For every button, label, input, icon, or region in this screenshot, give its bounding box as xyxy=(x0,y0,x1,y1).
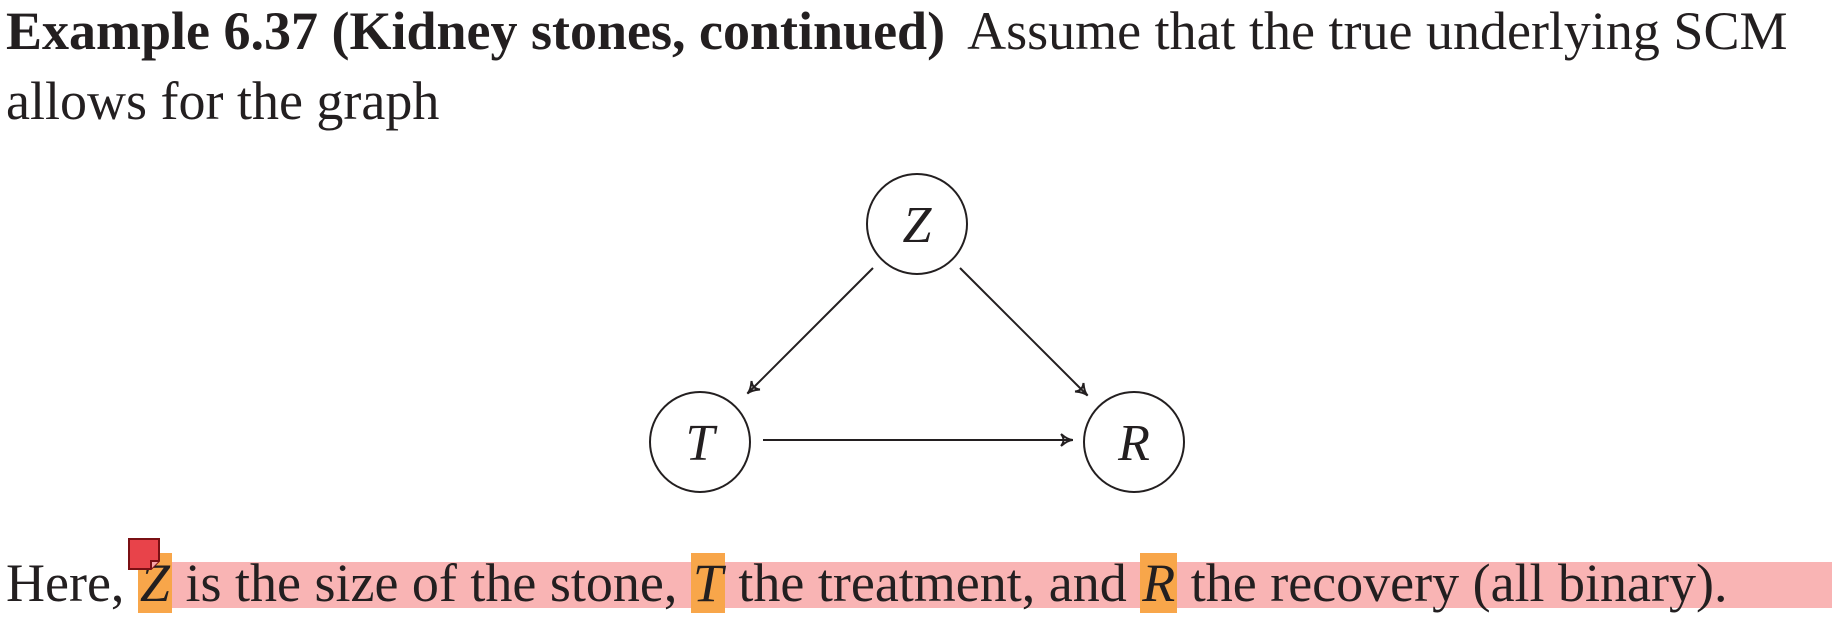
edge-z-to-r xyxy=(959,267,1089,397)
example-heading: Example 6.37 (Kidney stones, continued) xyxy=(6,1,946,61)
description-seg2: the treatment, and xyxy=(724,553,1141,613)
node-t: T xyxy=(649,391,751,493)
description-seg1: is the size of the stone, xyxy=(171,553,691,613)
edge-z-to-t xyxy=(746,267,874,395)
sticky-note-icon[interactable] xyxy=(127,537,161,571)
example-paragraph-line2: allows for the graph xyxy=(6,66,439,136)
description-seg3: the recovery (all binary). xyxy=(1177,553,1728,613)
example-text-line2: allows for the graph xyxy=(6,71,440,131)
example-text-line1: Assume that the true underlying SCM xyxy=(967,1,1788,61)
description-paragraph: Here, Z is the size of the stone, T the … xyxy=(6,548,1727,618)
node-t-label: T xyxy=(686,415,718,472)
node-z: Z xyxy=(866,173,968,275)
description-lead: Here, xyxy=(6,553,138,613)
variable-t: T xyxy=(690,553,725,613)
node-r-label: R xyxy=(1117,415,1150,472)
text-highlight[interactable] xyxy=(142,562,1832,608)
node-z-label: Z xyxy=(903,197,933,254)
variable-r: R xyxy=(1140,553,1178,613)
example-paragraph-line1: Example 6.37 (Kidney stones, continued) A… xyxy=(6,0,1788,66)
node-r: R xyxy=(1083,391,1185,493)
